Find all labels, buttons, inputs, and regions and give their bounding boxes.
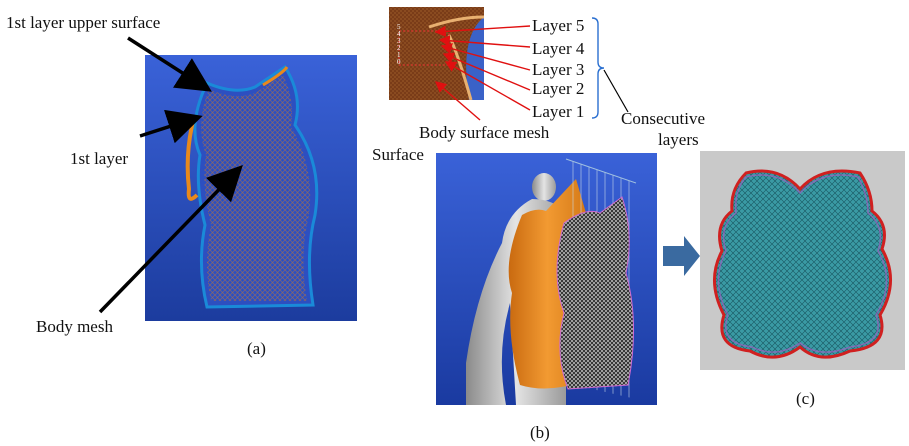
- caption-c: (c): [796, 389, 815, 408]
- caption-a: (a): [247, 339, 266, 358]
- panel-a-render: [145, 55, 357, 321]
- layers-bracket: [591, 17, 605, 119]
- label-1st-layer: 1st layer: [70, 149, 129, 168]
- bracket-pointer: [603, 69, 629, 113]
- caption-b: (b): [530, 423, 550, 442]
- inset-number-1: 1: [397, 51, 401, 59]
- inset-number-0: 0: [397, 58, 401, 66]
- label-body-surface-mesh: Body surface mesh: [419, 123, 550, 142]
- panel-b-render: [436, 153, 657, 405]
- inset-number-3: 3: [397, 37, 401, 45]
- inset-number-5: 5: [397, 23, 401, 31]
- panel-b-inset-render: [389, 7, 484, 100]
- inset-number-2: 2: [397, 44, 401, 52]
- pattern-outline: [712, 169, 892, 359]
- garment-mesh: [557, 197, 634, 389]
- label-1st-layer-upper-surface: 1st layer upper surface: [6, 13, 161, 32]
- label-layers: layers: [658, 130, 699, 149]
- label-layer-3: Layer 3: [532, 60, 585, 79]
- label-surface: Surface: [372, 145, 424, 164]
- label-layer-1: Layer 1: [532, 102, 585, 121]
- panel-c-flattened-pattern: [700, 151, 905, 370]
- label-layer-5: Layer 5: [532, 16, 585, 35]
- label-consecutive: Consecutive: [621, 109, 706, 128]
- label-body-mesh: Body mesh: [36, 317, 113, 336]
- label-layer-2: Layer 2: [532, 79, 585, 98]
- inset-number-4: 4: [397, 30, 401, 38]
- label-layer-4: Layer 4: [532, 39, 585, 58]
